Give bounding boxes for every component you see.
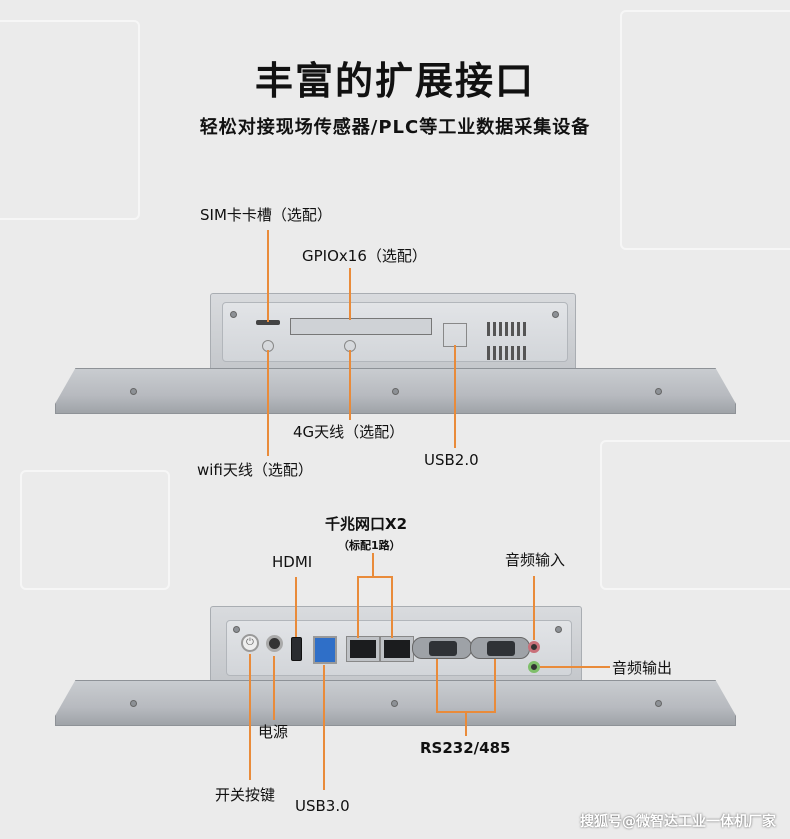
label-hdmi: HDMI (272, 553, 313, 571)
serial-port-1 (412, 637, 472, 659)
watermark: 搜狐号@微智达工业一体机厂家 (580, 814, 776, 830)
lan-port-1 (346, 636, 380, 662)
hdmi-port (291, 637, 302, 661)
callout-line (436, 659, 438, 713)
label-audio-out: 音频输出 (612, 659, 673, 677)
screw-icon (230, 311, 237, 318)
label-serial: RS232/485 (420, 739, 511, 757)
label-power: 电源 (258, 723, 289, 741)
label-wifi-antenna: wifi天线（选配） (197, 461, 313, 479)
callout-line (372, 553, 374, 577)
vent-grille (487, 346, 527, 360)
screw-icon (655, 700, 662, 707)
callout-line (323, 665, 325, 790)
usb3-ports (313, 636, 337, 664)
callout-line (273, 656, 275, 720)
callout-line (249, 654, 251, 780)
callout-line (494, 659, 496, 713)
screw-icon (130, 388, 137, 395)
vent-grille (487, 322, 527, 336)
label-switch: 开关按键 (215, 786, 276, 804)
page-subtitle: 轻松对接现场传感器/PLC等工业数据采集设备 (199, 117, 591, 138)
bg-circuit-trace (620, 10, 790, 250)
callout-line (465, 711, 467, 736)
screw-icon (555, 626, 562, 633)
callout-line (454, 345, 456, 448)
label-usb2: USB2.0 (424, 451, 479, 469)
audio-out-jack (528, 661, 540, 673)
bg-circuit-trace (20, 470, 170, 590)
callout-line (267, 230, 269, 322)
lan-port-2 (380, 636, 414, 662)
label-usb3: USB3.0 (295, 797, 350, 815)
screw-icon (552, 311, 559, 318)
label-lan-note: （标配1路） (338, 539, 401, 552)
label-4g-antenna: 4G天线（选配） (293, 423, 405, 441)
label-gpio: GPIOx16（选配） (302, 247, 427, 265)
callout-line (267, 350, 269, 456)
label-lan: 千兆网口X2 (325, 515, 408, 533)
bg-circuit-trace (0, 20, 140, 220)
screw-icon (130, 700, 137, 707)
callout-line (540, 666, 610, 668)
callout-line (357, 576, 393, 578)
callout-line (391, 576, 393, 638)
label-sim-slot: SIM卡卡槽（选配） (200, 206, 332, 224)
gpio-cover (290, 318, 432, 335)
serial-port-2 (470, 637, 530, 659)
label-audio-in: 音频输入 (505, 551, 566, 569)
callout-line (357, 576, 359, 638)
power-button-icon: ⏻ (241, 634, 259, 652)
audio-in-jack (528, 641, 540, 653)
callout-line (349, 350, 351, 420)
bg-circuit-trace (600, 440, 790, 590)
dc-power-jack (266, 635, 283, 652)
screw-icon (391, 700, 398, 707)
page-title: 丰富的扩展接口 (254, 59, 535, 103)
callout-line (533, 576, 535, 640)
callout-line (349, 268, 351, 320)
screw-icon (233, 626, 240, 633)
callout-line (295, 577, 297, 637)
sim-slot (256, 320, 280, 325)
screw-icon (655, 388, 662, 395)
usb2-port-cover (443, 323, 467, 347)
screw-icon (392, 388, 399, 395)
